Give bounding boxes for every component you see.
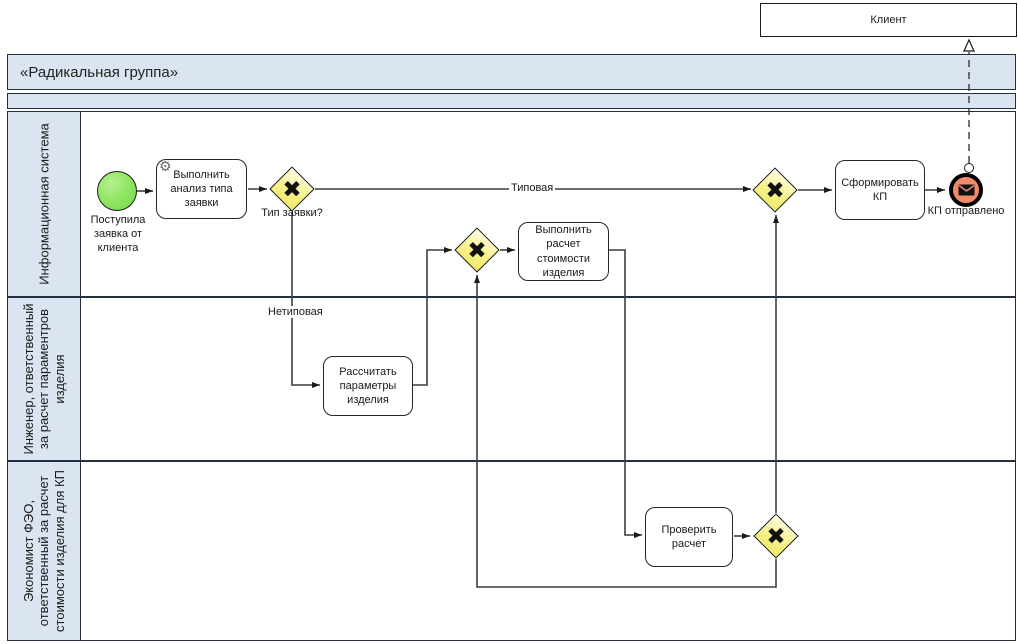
participant-client[interactable]: Клиент: [760, 3, 1017, 37]
pool-subheader-band: [7, 93, 1016, 109]
lane-economist-header[interactable]: Экономист ФЭО, ответственный за расчет с…: [8, 462, 81, 640]
participant-client-label: Клиент: [870, 14, 907, 26]
message-flow-arrowhead-icon: [963, 38, 975, 52]
start-event-label: Поступила заявка от клиента: [90, 214, 146, 254]
flow-label-typical: Типовая: [509, 182, 556, 194]
gateway-x-icon: ✖: [766, 523, 786, 549]
lane-information-system-label: Информационная система: [36, 123, 52, 285]
task-calc-cost-label: Выполнить расчет стоимости изделия: [535, 223, 592, 279]
lane-information-system-header[interactable]: Информационная система: [8, 112, 81, 296]
pool-title-label: «Радикальная группа»: [20, 63, 179, 81]
pool-header[interactable]: «Радикальная группа»: [7, 54, 1016, 90]
lane-engineer-header[interactable]: Инженер, ответственный за расчет парамен…: [8, 298, 81, 460]
end-event-message[interactable]: [949, 173, 983, 207]
envelope-icon: [958, 184, 974, 196]
lane-engineer: Инженер, ответственный за расчет парамен…: [7, 297, 1016, 461]
flow-label-atypical: Нетиповая: [266, 306, 325, 318]
task-calc-params-label: Рассчитать параметры изделия: [339, 365, 397, 407]
gateway-x-icon: ✖: [282, 176, 302, 202]
gateway-x-icon: ✖: [765, 177, 785, 203]
lane-economist: Экономист ФЭО, ответственный за расчет с…: [7, 461, 1016, 641]
task-calc-params[interactable]: Рассчитать параметры изделия: [323, 356, 413, 416]
lane-economist-label: Экономист ФЭО, ответственный за расчет с…: [21, 470, 67, 632]
start-event[interactable]: [97, 171, 137, 211]
task-check-calc[interactable]: Проверить расчет: [645, 507, 733, 567]
task-analyze-request-label: Выполнить анализ типа заявки: [170, 168, 233, 210]
end-event-label: КП отправлено: [927, 205, 1005, 217]
gear-icon: ⚙: [159, 158, 172, 174]
gateway-x-icon: ✖: [467, 237, 487, 263]
lane-engineer-label: Инженер, ответственный за расчет парамен…: [21, 303, 67, 455]
task-calc-cost[interactable]: Выполнить расчет стоимости изделия: [518, 222, 609, 281]
task-analyze-request[interactable]: ⚙ Выполнить анализ типа заявки: [156, 159, 247, 219]
task-check-calc-label: Проверить расчет: [661, 523, 717, 550]
message-origin-circle-icon: [964, 163, 974, 173]
task-form-kp-label: Сформировать КП: [841, 176, 919, 203]
task-form-kp[interactable]: Сформировать КП: [835, 160, 925, 220]
